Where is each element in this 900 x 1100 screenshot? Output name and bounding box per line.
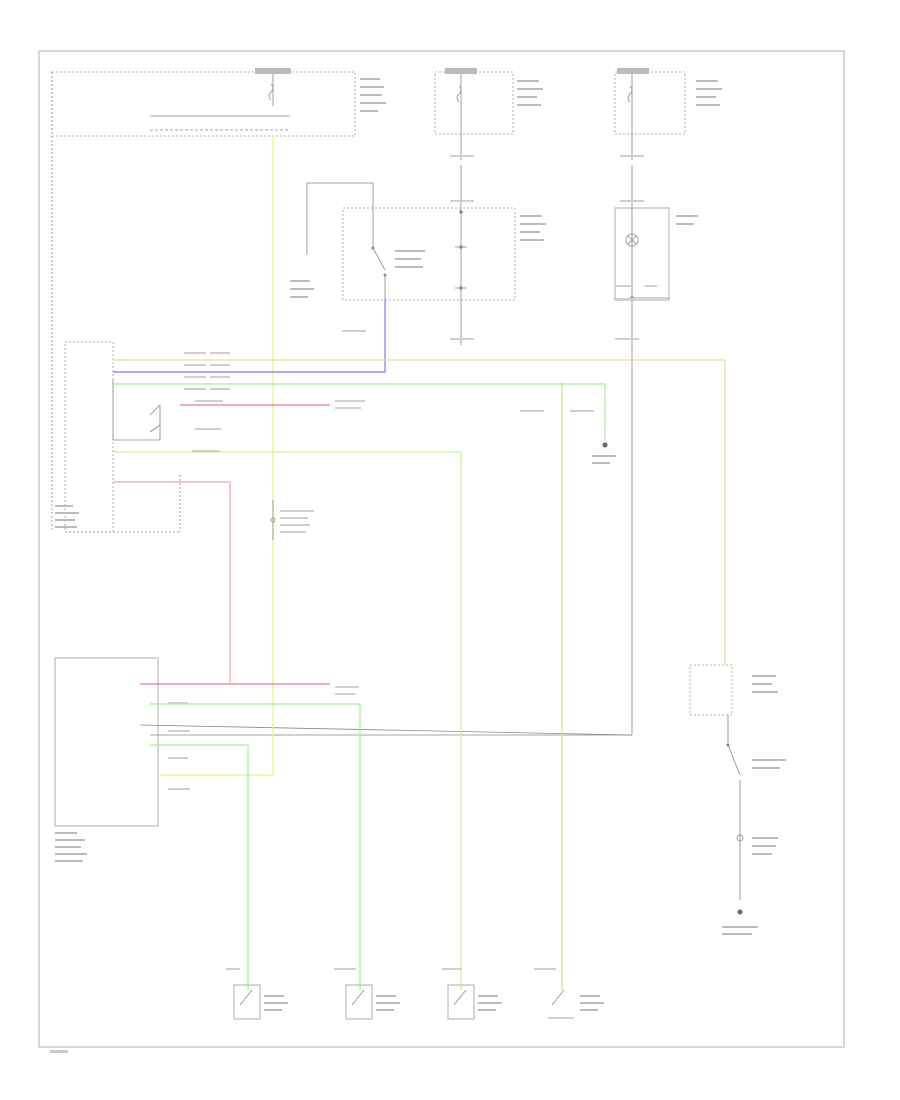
switch-front-left (334, 968, 400, 1020)
switch-front-right (226, 968, 288, 1020)
ignition-switch (342, 165, 546, 330)
blue-wire (113, 300, 386, 373)
keyless-entry-unit (54, 657, 633, 862)
diagram-frame (38, 50, 845, 1048)
seat-belt-switch (290, 182, 425, 300)
wire-labels (168, 155, 657, 790)
pink-wire (113, 481, 231, 684)
green-wire-front-left (150, 703, 361, 990)
fuse-block-top-center (434, 68, 543, 160)
switch-rear-left (442, 968, 502, 1020)
fuse-block-top-left (51, 68, 386, 137)
fuse-block-top-right (614, 68, 722, 160)
switch-rear-right (534, 968, 604, 1019)
relay-lamp (614, 165, 698, 735)
ground-point (592, 442, 616, 464)
green-wire-front-right (150, 744, 249, 990)
green-wire-rear-left (113, 451, 462, 990)
figure-code-mark (50, 1050, 68, 1053)
yellow-wire (160, 138, 274, 776)
orange-wire (113, 359, 726, 665)
green-wire-ground (113, 383, 606, 440)
integrated-control-unit (51, 72, 181, 533)
door-lock-actuator (689, 664, 786, 935)
